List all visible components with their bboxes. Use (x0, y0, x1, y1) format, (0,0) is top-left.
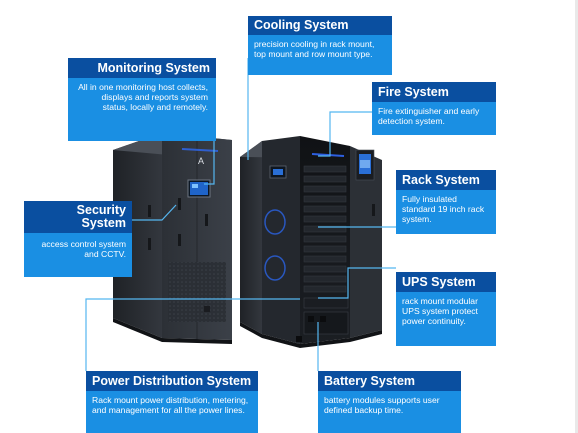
leader-lines (85, 58, 396, 371)
callout-title: Rack System (396, 170, 496, 190)
callout-cooling-system: Cooling System precision cooling in rack… (248, 16, 392, 75)
callout-battery-system: Battery System battery modules supports … (318, 371, 461, 433)
callout-description: rack mount modular UPS system protect po… (396, 292, 496, 346)
callout-description: precision cooling in rack mount, top mou… (248, 35, 392, 75)
open-cabinet-illustration (240, 136, 382, 348)
callout-title: Battery System (318, 371, 461, 391)
callout-security-system: Security System access control system an… (24, 201, 132, 277)
callout-power-distribution-system: Power Distribution System Rack mount pow… (86, 371, 258, 433)
callout-title: UPS System (396, 272, 496, 292)
callout-title: Security System (24, 201, 132, 233)
callout-fire-system: Fire System Fire extinguisher and early … (372, 82, 496, 135)
callout-rack-system: Rack System Fully insulated standard 19 … (396, 170, 496, 234)
closed-cabinet-illustration: A (113, 133, 232, 344)
callout-ups-system: UPS System rack mount modular UPS system… (396, 272, 496, 346)
callout-title: Fire System (372, 82, 496, 102)
callout-description: All in one monitoring host collects, dis… (68, 78, 216, 141)
callout-monitoring-system: Monitoring System All in one monitoring … (68, 58, 216, 141)
callout-title: Cooling System (248, 16, 392, 35)
svg-text:A: A (198, 156, 204, 166)
callout-description: battery modules supports user defined ba… (318, 391, 461, 433)
callout-description: Fully insulated standard 19 inch rack sy… (396, 190, 496, 234)
callout-description: Rack mount power distribution, metering,… (86, 391, 258, 433)
callout-description: access control system and CCTV. (24, 233, 132, 277)
callout-title: Power Distribution System (86, 371, 258, 391)
callout-description: Fire extinguisher and early detection sy… (372, 102, 496, 135)
callout-title: Monitoring System (68, 58, 216, 78)
